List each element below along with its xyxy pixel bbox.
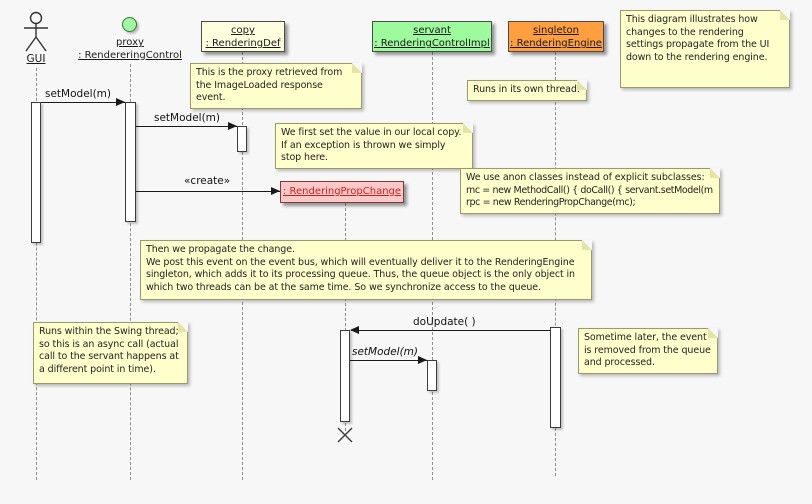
singleton-type: : RenderingEngine (510, 38, 602, 49)
arrowhead-right-icon (418, 356, 427, 364)
servant-object-box: servant : RenderingControlImpl (372, 21, 492, 52)
destruction-x-icon (337, 427, 353, 443)
note-anon-line2: mc = new MethodCall() { doCall() { serva… (466, 184, 713, 196)
activation-propchange (340, 330, 350, 422)
activation-copy (237, 126, 247, 152)
message-doupdate-label: doUpdate( ) (413, 316, 476, 328)
note-swing-thread: Runs within the Swing thread; so this is… (33, 322, 188, 384)
lifeline-gui (36, 68, 37, 480)
note-propagate-line1: Then we propagate the change. (146, 244, 295, 255)
message-setmodel-async-label: setModel(m) (352, 346, 418, 358)
arrowhead-left-icon (350, 326, 359, 334)
note-local-copy: We first set the value in our local copy… (275, 123, 473, 169)
servant-type: : RenderingControlImpl (374, 38, 490, 49)
proxy-interface-ball-icon (122, 17, 137, 32)
activation-gui (31, 102, 41, 243)
note-own-thread: Runs in its own thread. (467, 80, 587, 101)
proxy-type: : RendereringControl (78, 49, 182, 61)
arrowhead-right-icon (271, 187, 280, 195)
note-anon-line1: We use anon classes instead of explicit … (466, 172, 705, 183)
message-setmodel-copy-line (136, 126, 237, 127)
copy-type: : RenderingDef (205, 38, 281, 49)
message-setmodel-gui-line (41, 102, 125, 103)
copy-object-box: copy : RenderingDef (201, 21, 285, 52)
singleton-object-box: singleton : RenderingEngine (508, 21, 604, 52)
gui-label: GUI (26, 53, 46, 65)
activation-servant (427, 360, 437, 391)
proxy-header: proxy : RendereringControl (75, 37, 185, 62)
note-anon-classes: We use anon classes instead of explicit … (460, 168, 720, 214)
proxy-name: proxy (116, 37, 144, 48)
message-setmodel-copy-label: setModel(m) (154, 112, 220, 124)
message-doupdate-line (351, 330, 550, 331)
activation-proxy (125, 102, 136, 222)
propchange-object-box: : RenderingPropChange (280, 181, 404, 203)
lifeline-proxy (130, 64, 131, 480)
arrowhead-right-icon (228, 122, 237, 130)
message-setmodel-async-line (350, 360, 427, 361)
arrowhead-right-icon (116, 98, 125, 106)
note-anon-line3: rpc = new RenderingPropChange(mc); (466, 197, 636, 209)
copy-name: copy (231, 25, 255, 36)
message-setmodel-gui-label: setModel(m) (45, 88, 111, 100)
note-sometime-later: Sometime later, the event is removed fro… (578, 328, 718, 374)
note-overview: This diagram illustrates how changes to … (620, 10, 790, 88)
gui-actor-icon (24, 11, 48, 52)
message-create-label: «create» (184, 175, 231, 187)
message-create-line (136, 191, 280, 192)
lifeline-propchange (345, 203, 346, 431)
singleton-name: singleton (533, 25, 579, 36)
note-propagate: Then we propagate the change. We post th… (140, 240, 592, 300)
note-proxy: This is the proxy retrieved from the Ima… (190, 62, 362, 109)
activation-singleton (550, 327, 561, 428)
note-propagate-line2: We post this event on the event bus, whi… (146, 256, 575, 293)
servant-name: servant (413, 25, 451, 36)
